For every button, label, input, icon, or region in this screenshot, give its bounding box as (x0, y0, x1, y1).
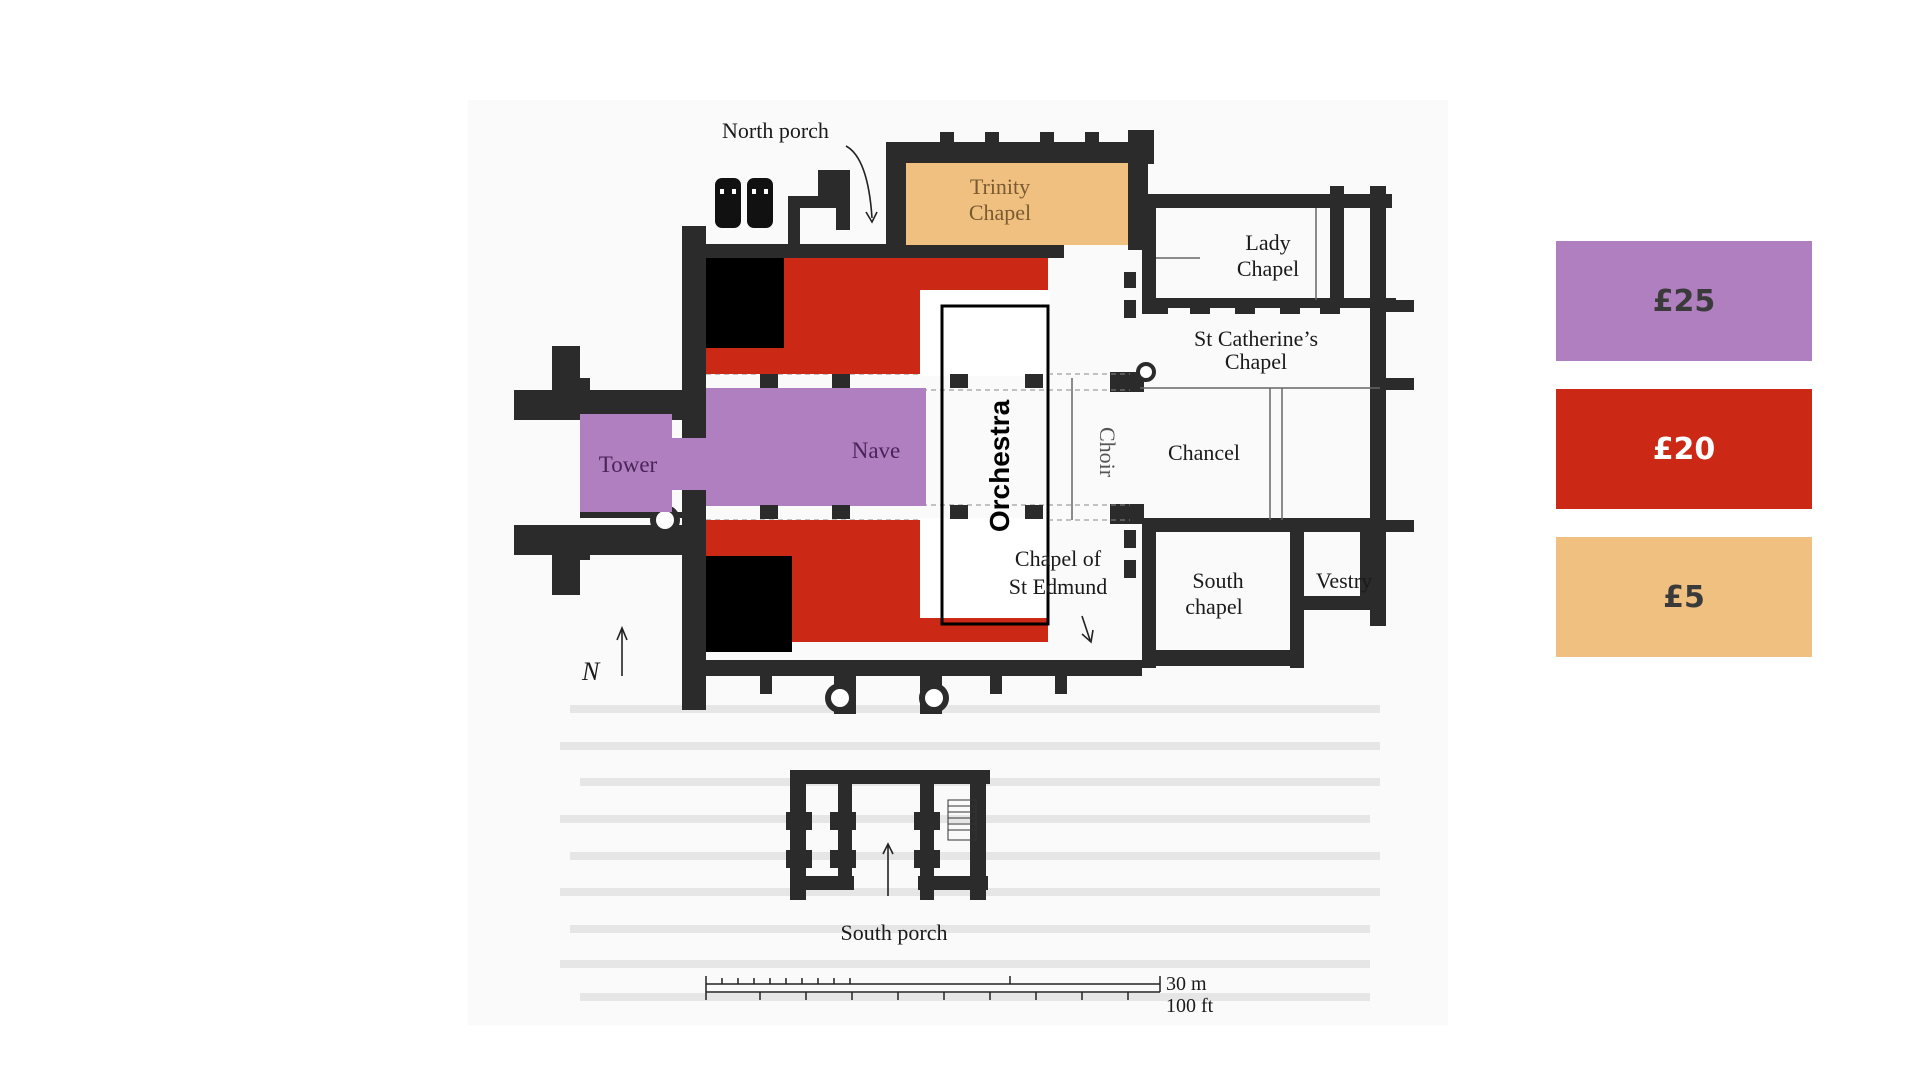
north-marker-label: N (581, 657, 601, 686)
nave-pillars (760, 374, 1043, 519)
orchestra-area[interactable] (940, 304, 1050, 626)
north-porch-label: North porch (722, 118, 829, 143)
arrows (616, 145, 1094, 896)
tower-nave-link-zone[interactable] (672, 438, 708, 490)
scale-feet-label: 100 ft (1166, 995, 1214, 1017)
chapel-of-st-edmund-label: Chapel of (1015, 546, 1102, 571)
nave-label: Nave (852, 438, 901, 463)
blocked-area-north (706, 258, 784, 348)
legend-price-20[interactable]: £20 (1556, 389, 1812, 509)
blocked-area-south (706, 556, 792, 652)
legend-price-5[interactable]: £5 (1556, 537, 1812, 657)
south-chapel-label: South (1192, 568, 1243, 593)
nave-zone[interactable] (706, 388, 926, 506)
south-chapel-label-2: chapel (1185, 594, 1242, 619)
chapel-of-st-edmund-label-2: St Edmund (1009, 574, 1107, 599)
orchestra-label: Orchestra (984, 399, 1015, 532)
scale-metres-label: 30 m (1166, 973, 1207, 995)
south-porch-label: South porch (841, 920, 948, 945)
choir-label: Choir (1095, 427, 1120, 478)
walls (514, 130, 1414, 900)
stair-turret-porch-east (919, 683, 949, 713)
stair-turret-porch-west (825, 683, 855, 713)
interior-lines (1071, 208, 1380, 520)
trinity-chapel-zone[interactable] (906, 163, 1128, 245)
legend-price-25[interactable]: £25 (1556, 241, 1812, 361)
st-catherines-chapel-label-2: Chapel (1225, 349, 1287, 374)
tower-zone[interactable] (580, 414, 672, 512)
st-catherines-chapel-label: St Catherine’s (1194, 326, 1318, 351)
porch-stairs (947, 799, 977, 841)
toilets-icon (715, 178, 773, 228)
scale-bar (705, 976, 1161, 1000)
tower-label: Tower (599, 452, 658, 477)
trinity-chapel-label: Trinity (970, 174, 1030, 199)
lady-chapel-label: Lady (1245, 230, 1290, 255)
chancel-label: Chancel (1168, 440, 1240, 465)
trinity-chapel-label-2: Chapel (969, 200, 1031, 225)
stair-turret-crossing (1136, 362, 1156, 382)
vestry-label: Vestry (1316, 568, 1372, 593)
north-aisle-cutout (920, 290, 1050, 376)
lady-chapel-label-2: Chapel (1237, 256, 1299, 281)
